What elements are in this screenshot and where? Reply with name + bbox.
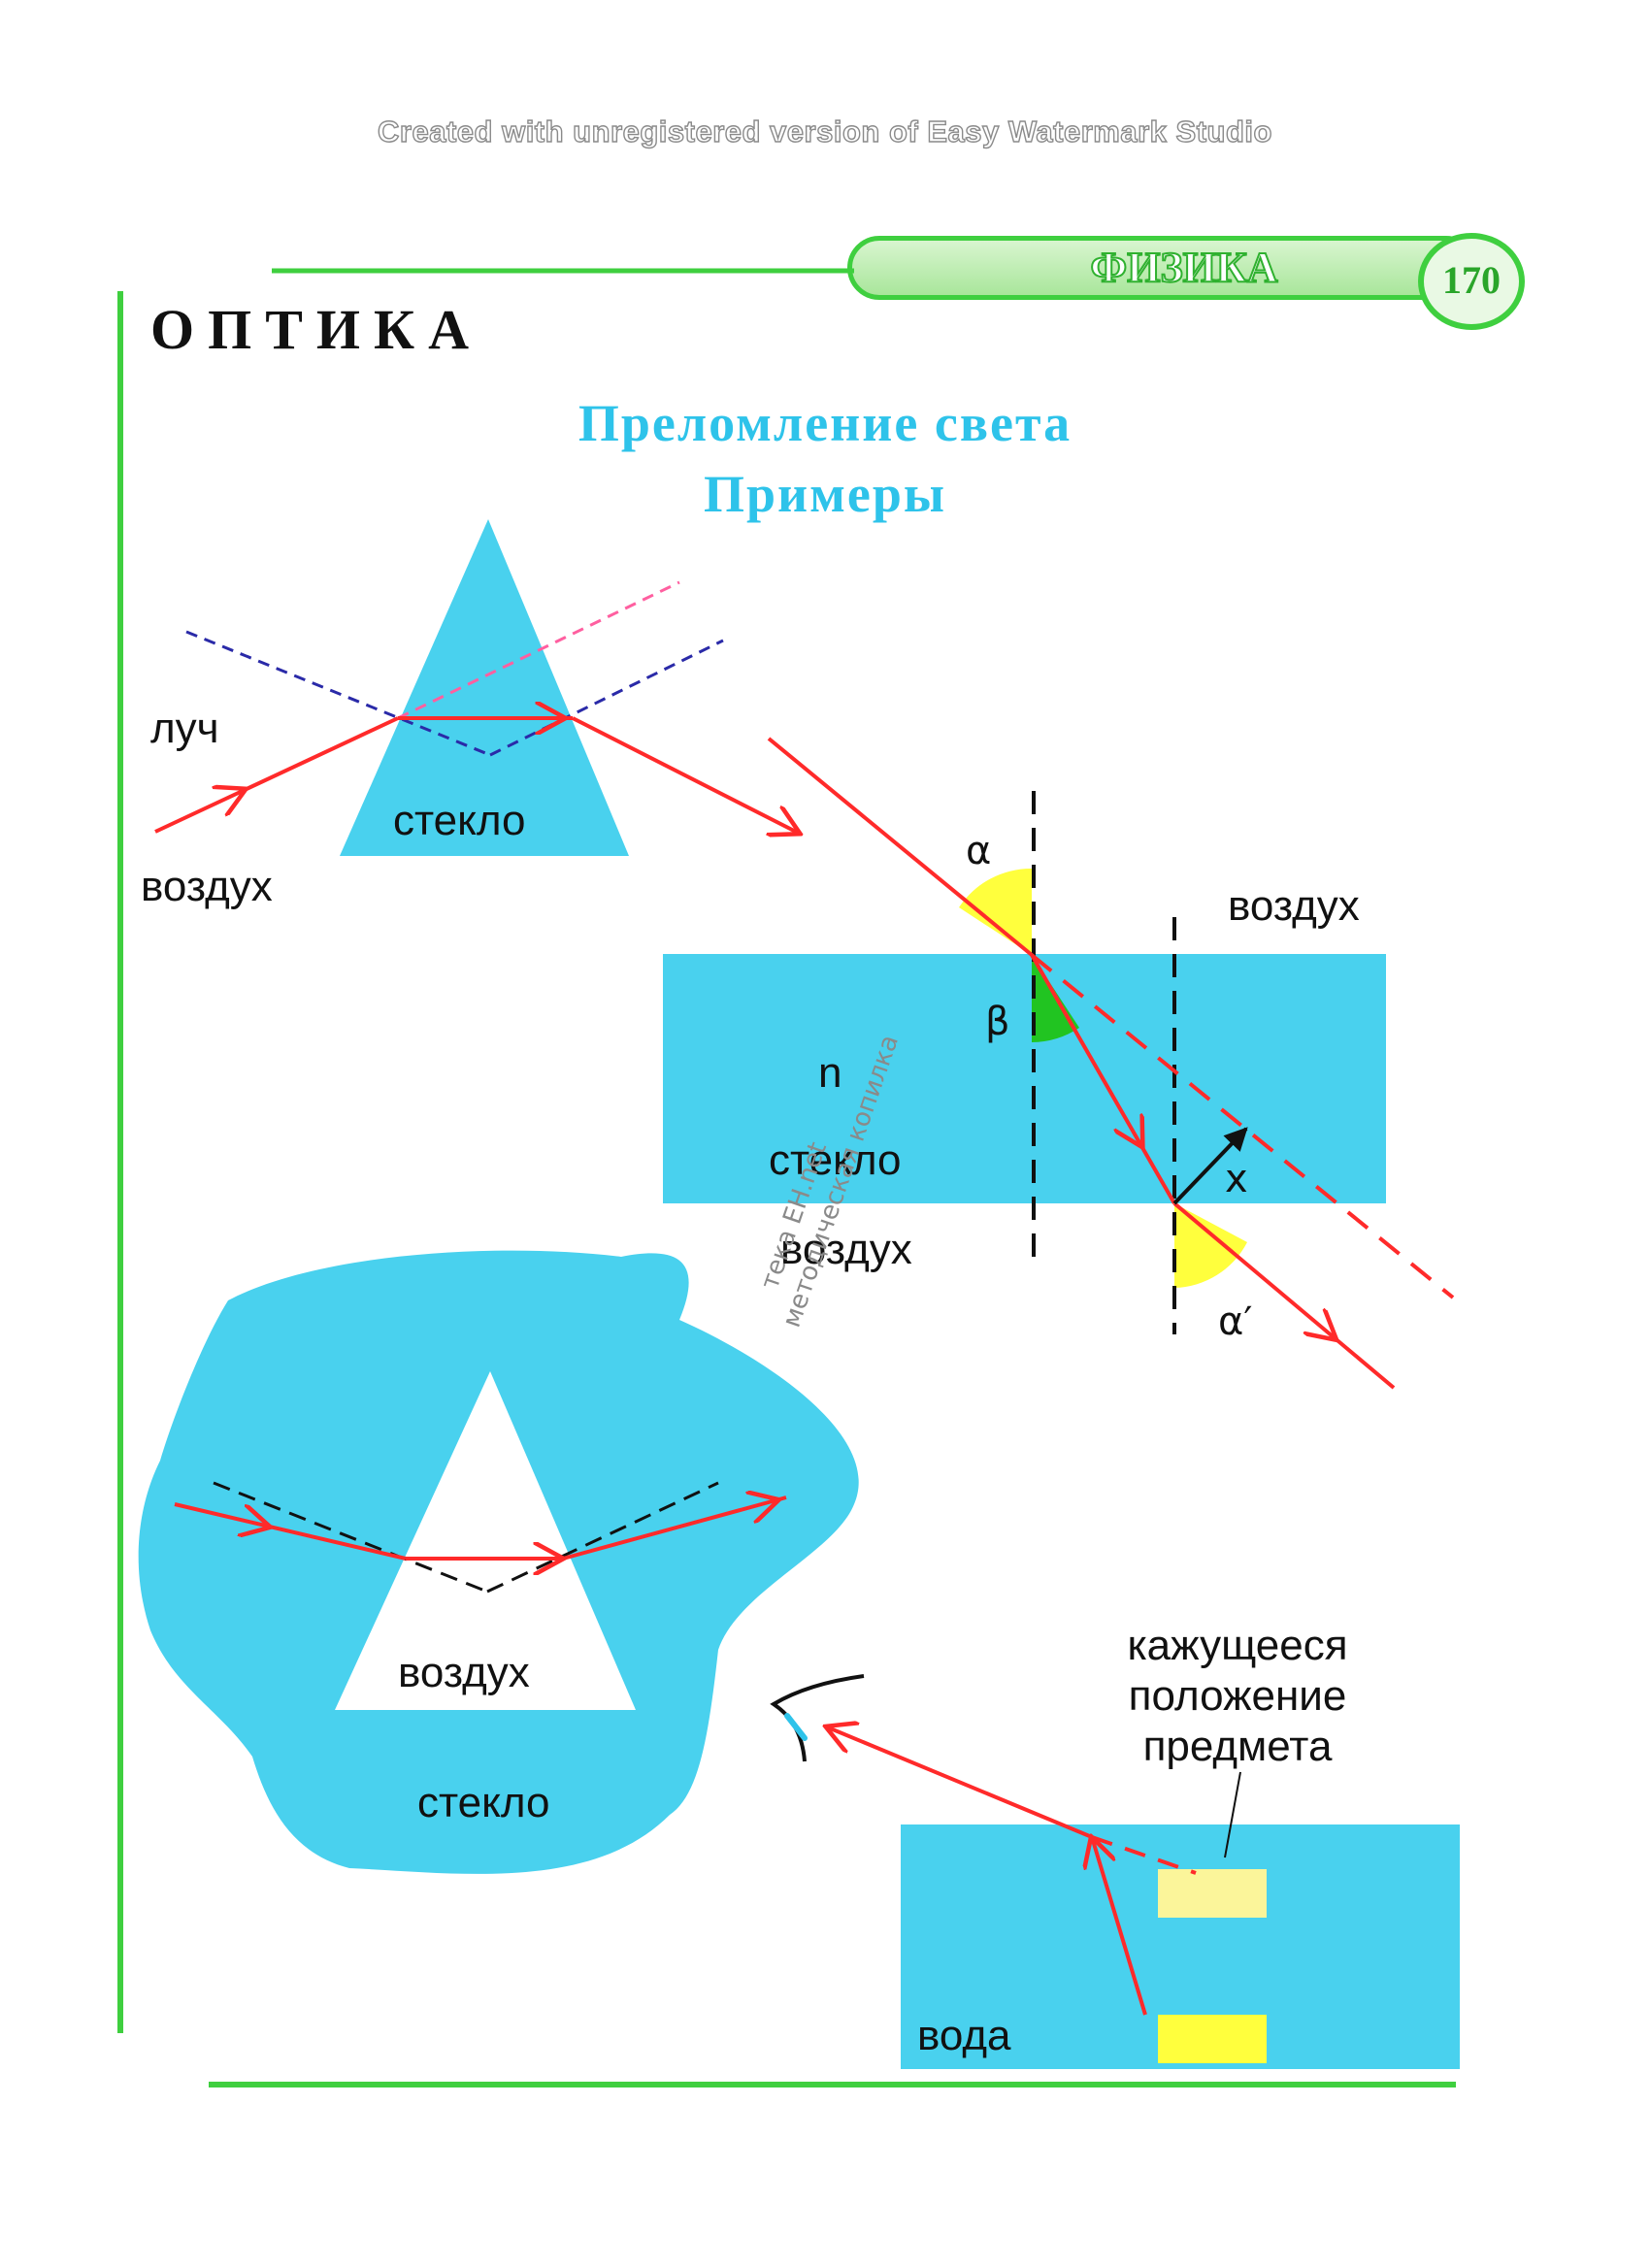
- eye-icon: [770, 1674, 865, 1762]
- incident-ray: [767, 737, 1034, 957]
- label-water: вода: [917, 2012, 1011, 2059]
- angle-alpha-sector: [959, 868, 1032, 955]
- subject-label: ФИЗИКА: [1089, 243, 1278, 292]
- label-index: n: [818, 1049, 842, 1097]
- incident-ray: [154, 716, 399, 834]
- normal-line-left: [213, 1481, 488, 1594]
- caption-line2: положение: [1129, 1672, 1347, 1720]
- shift-arrow: [1172, 1127, 1248, 1205]
- label-ray: луч: [150, 705, 219, 752]
- glass-prism: [340, 519, 629, 856]
- air-prism: [335, 1371, 636, 1710]
- label-alpha: α: [966, 829, 991, 873]
- caption-line3: предмета: [1143, 1723, 1333, 1770]
- label-air-top: воздух: [1228, 882, 1360, 930]
- extension-line: [397, 580, 680, 720]
- label-beta: β: [985, 1000, 1010, 1044]
- page-heading-line2: Примеры: [703, 465, 947, 523]
- diagram-glass-plate: α β α′ x воздух n стекло воздух: [663, 737, 1455, 1390]
- caption-line1: кажущееся: [1127, 1622, 1347, 1669]
- subject-pill: [847, 236, 1478, 300]
- emergent-ray: [572, 716, 799, 835]
- ray-extension: [1030, 953, 1455, 1299]
- label-alpha-prime: α′: [1218, 1299, 1252, 1344]
- caption-pointer: [1224, 1771, 1241, 1858]
- refracted-ray: [1030, 954, 1176, 1204]
- diagram-prism-in-air: луч воздух стекло: [141, 519, 798, 910]
- page-frame: [117, 268, 1456, 2087]
- diagram-air-prism-in-glass: воздух стекло: [138, 1250, 859, 1874]
- label-air-inside: воздух: [398, 1649, 530, 1696]
- label-air-bottom: воздух: [780, 1226, 912, 1273]
- page-heading-line1: Преломление света: [578, 394, 1072, 452]
- watermark-text: Created with unregistered version of Eas…: [377, 114, 1272, 148]
- ray-in-air: [827, 1726, 1093, 1839]
- normal-line-right: [489, 639, 724, 757]
- page-number-badge: [1418, 233, 1525, 330]
- label-glass: стекло: [769, 1136, 902, 1184]
- label-air: воздух: [141, 863, 273, 910]
- label-glass-outside: стекло: [417, 1779, 550, 1826]
- apparent-object: [1158, 1869, 1267, 1918]
- label-shift: x: [1225, 1157, 1248, 1201]
- section-title: ОПТИКА: [150, 298, 482, 361]
- diagram-object-in-water: кажущееся положение предмета вода: [770, 1622, 1460, 2069]
- incident-ray: [174, 1502, 407, 1561]
- angle-alpha-prime-sector: [1174, 1203, 1247, 1288]
- normal-line-right: [486, 1481, 719, 1594]
- label-glass: стекло: [393, 797, 526, 844]
- glass-plate: [663, 954, 1386, 1203]
- emergent-ray: [1172, 1201, 1396, 1390]
- page-number: 170: [1442, 258, 1501, 302]
- real-object: [1158, 2015, 1267, 2063]
- normal-line-left: [185, 630, 491, 757]
